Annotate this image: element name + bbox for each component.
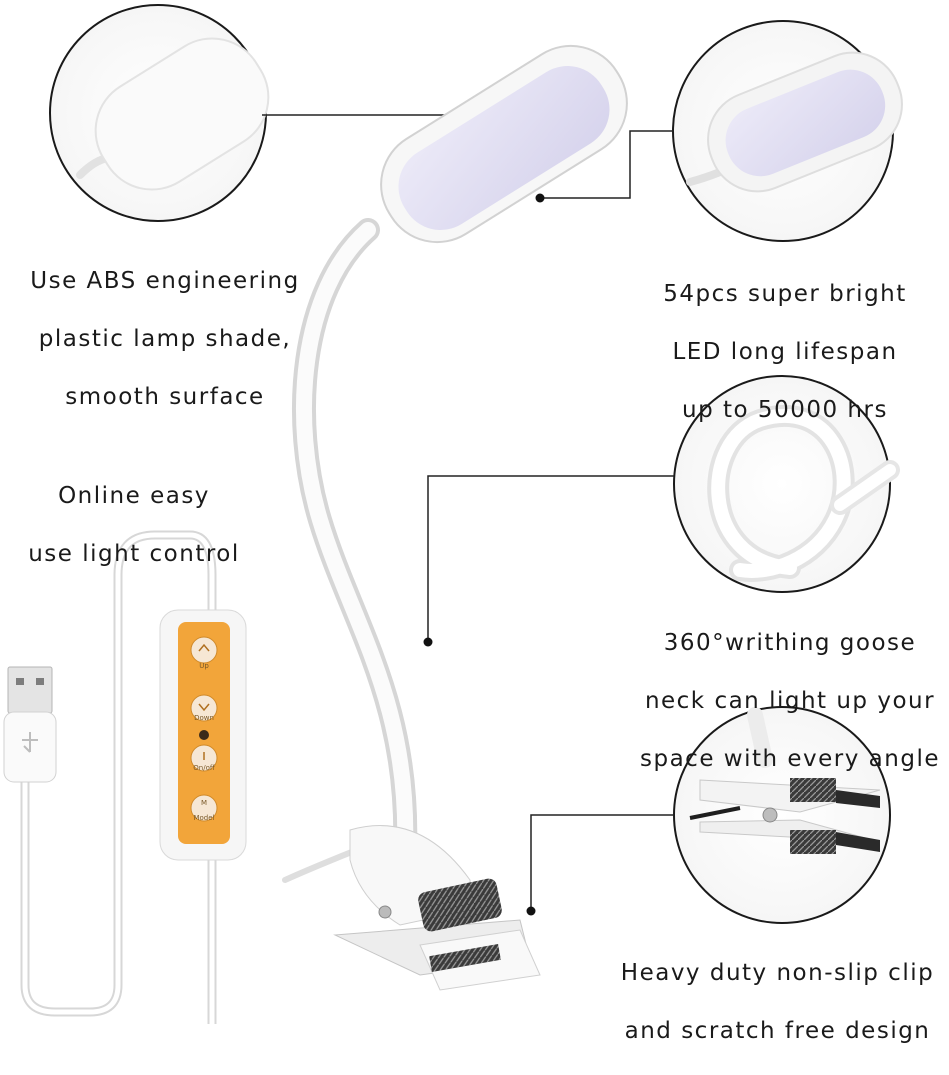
lamp-gooseneck — [292, 218, 418, 862]
clip-detail-circle — [673, 706, 891, 924]
product-illustration: M Up Down On/off Model — [3, 4, 903, 1024]
shade-detail-circle — [49, 4, 270, 222]
caption-line: up to 50000 hrs — [682, 397, 888, 423]
caption-line: LED long lifespan — [672, 339, 898, 365]
caption-line: space with every angle — [640, 746, 940, 772]
caption-line: plastic lamp shade, — [38, 326, 292, 352]
caption-line: 54pcs super bright — [663, 281, 907, 307]
controller-up-label: Up — [199, 662, 209, 670]
caption-line: and scratch free design — [624, 1018, 931, 1044]
caption-line: 360°writhing goose — [663, 630, 917, 656]
caption-led: 54pcs super bright LED long lifespan up … — [640, 251, 930, 454]
lamp-clip — [333, 825, 541, 991]
neck-detail-circle — [673, 375, 900, 593]
caption-line: smooth surface — [65, 384, 265, 410]
caption-shade: Use ABS engineering plastic lamp shade, … — [0, 238, 330, 441]
light-controller: M Up Down On/off Model — [159, 609, 247, 861]
svg-text:M: M — [201, 799, 207, 807]
controller-onoff-label: On/off — [193, 764, 215, 772]
caption-control: Online easy use light control — [0, 453, 268, 598]
caption-line: Online easy — [58, 483, 210, 509]
caption-line: neck can light up your — [644, 688, 936, 714]
usb-plug — [3, 666, 57, 783]
leader-lines — [262, 114, 674, 911]
usb-cable — [20, 530, 217, 1024]
caption-line: use light control — [28, 541, 240, 567]
caption-clip: Heavy duty non-slip clip and scratch fre… — [610, 930, 945, 1075]
controller-model-label: Model — [193, 814, 214, 822]
lamp-head — [380, 44, 628, 244]
controller-down-label: Down — [194, 714, 214, 722]
caption-neck: 360°writhing goose neck can light up you… — [640, 600, 940, 803]
caption-line: Use ABS engineering — [30, 268, 300, 294]
caption-line: Heavy duty non-slip clip — [620, 960, 935, 986]
led-detail-circle — [672, 20, 903, 242]
